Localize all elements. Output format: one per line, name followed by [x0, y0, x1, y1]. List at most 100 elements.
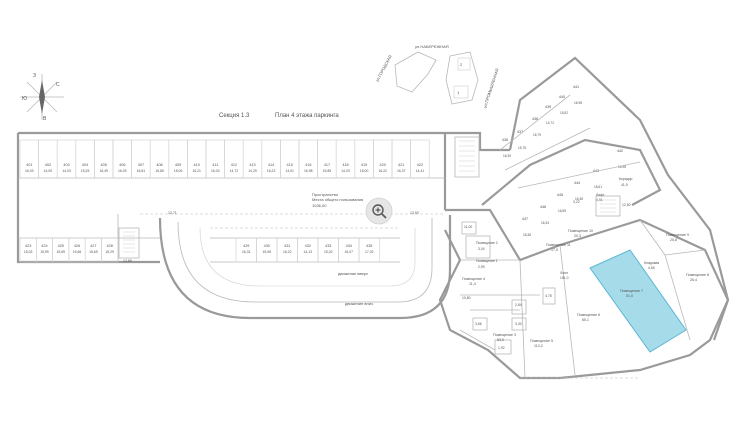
room-area: 53,0 [497, 338, 504, 342]
street-label: ул.ГОРОДСКАЯ [374, 54, 392, 82]
area-label: 3,30 [515, 322, 522, 326]
room-label: Кладовая [644, 261, 659, 265]
parking-space-number: 429 [243, 244, 249, 248]
room-area: 51,0 [626, 294, 633, 298]
room-area: 20,3 [574, 234, 581, 238]
parking-space-area: 15,02 [324, 250, 333, 254]
parking-space-area: 16,98 [304, 169, 313, 173]
room-label: Помещение 2 [476, 241, 498, 245]
parking-space-number[interactable]: 442 [617, 149, 623, 153]
parking-space-area: 16,38 [575, 197, 583, 201]
parking-space-number[interactable]: 437 [517, 130, 523, 134]
room-area: 113,2 [534, 344, 543, 348]
compass-north-label: З [33, 73, 36, 79]
parking-space-area: 15,03 [24, 250, 33, 254]
parking-space-number: 417 [324, 163, 330, 167]
parking-row-mid-bottom: 42916,3143015,0843116,2243214,1343315,02… [235, 237, 380, 263]
parking-space-number: 409 [175, 163, 181, 167]
parking-space-number[interactable]: 445 [557, 193, 563, 197]
parking-space[interactable] [358, 237, 380, 263]
compass-east-label: С [56, 82, 60, 88]
parking-space-area: 16,22 [378, 169, 387, 173]
parking-space-area: 16,03 [211, 169, 220, 173]
parking-space-area: 15,69 [57, 250, 66, 254]
parking-space-number[interactable]: 444 [574, 181, 580, 185]
area-label: 12,50 [622, 203, 631, 207]
parking-space-area: 15,85 [155, 169, 164, 173]
parking-space-number: 418 [342, 163, 348, 167]
parking-space-number: 434 [346, 244, 352, 248]
parking-space-number: 414 [268, 163, 274, 167]
parking-space-area: 15,99 [40, 250, 49, 254]
parking-space-number[interactable]: 438 [532, 117, 538, 121]
parking-space-number: 422 [417, 163, 423, 167]
common-area-title: Пространство [312, 192, 339, 197]
room-label: Помещение 9 [666, 233, 689, 237]
parking-space-number: 433 [325, 244, 331, 248]
common-area-value: 1036,00 [312, 203, 327, 208]
parking-structure: движение вверх движение вниз 12,71 13,93… [16, 131, 510, 320]
parking-space-number: 423 [25, 244, 31, 248]
room-label: Коридор [619, 177, 633, 181]
ramp-up-label: движение вверх [338, 271, 368, 276]
room-label: Помещение 4 [462, 277, 485, 281]
area-label: 13,93 [410, 211, 419, 215]
parking-space-area: 18,61 [594, 185, 602, 189]
parking-space-number: 412 [231, 163, 237, 167]
parking-space-number[interactable]: 446 [540, 205, 546, 209]
highlighted-room[interactable] [589, 249, 687, 353]
parking-space-area: 16,03 [25, 169, 34, 173]
parking-space-number: 420 [380, 163, 386, 167]
parking-space-number: 424 [41, 244, 47, 248]
parking-space-number[interactable]: 436 [502, 138, 508, 142]
parking-space-area: 15,08 [263, 250, 272, 254]
site-context: ул.НАБЕРЕЖНАЯ ул.ГОРОДСКАЯ ул.ПРОМЫШЛЕНН… [374, 44, 499, 108]
building-number: 2 [460, 62, 463, 67]
parking-space-area: 16,03 [118, 169, 127, 173]
parking-space-number: 430 [264, 244, 270, 248]
room-label: Лифт [596, 193, 605, 197]
parking-space-area: 15,66 [73, 250, 82, 254]
parking-space-area: 16,98 [618, 165, 626, 169]
parking-space-area: 14,00 [44, 169, 53, 173]
room-area: 25,8 [670, 238, 677, 242]
parking-space-area: 15,25 [81, 169, 90, 173]
street-label: ул.ПРОМЫШЛЕННАЯ [482, 68, 499, 109]
room-label: Помещение 8 [686, 273, 709, 277]
room-area: 3,04 [478, 247, 485, 251]
parking-space[interactable] [410, 139, 430, 179]
parking-space-number: 432 [305, 244, 311, 248]
area-label: 11,00 [464, 225, 472, 229]
parking-space-number: 421 [398, 163, 404, 167]
room-area: 4,65 [648, 266, 655, 270]
parking-space-area: 16,34 [541, 221, 549, 225]
parking-space-number: 406 [119, 163, 125, 167]
ramp-down-label: движение вниз [345, 301, 373, 306]
room-area: 41,9 [621, 183, 628, 187]
area-label: 4,78 [545, 294, 552, 298]
room-label: Помещение 7 [620, 289, 643, 293]
parking-space-number[interactable]: 441 [573, 85, 579, 89]
parking-space-number[interactable]: 439 [545, 105, 551, 109]
parking-space-area: 15,52 [560, 111, 568, 115]
parking-space-area: 16,49 [99, 169, 108, 173]
parking-space-number: 415 [287, 163, 293, 167]
parking-space-number: 402 [45, 163, 51, 167]
parking-space-number: 419 [361, 163, 367, 167]
street-label: ул.НАБЕРЕЖНАЯ [415, 44, 449, 49]
parking-space-number: 404 [82, 163, 88, 167]
room-label: Помещение 1 [476, 259, 498, 263]
parking-space-number: 410 [194, 163, 200, 167]
parking-space[interactable] [101, 237, 119, 263]
parking-space-area: 16,55 [558, 209, 566, 213]
parking-space-number[interactable]: 440 [559, 95, 565, 99]
parking-space-number: 427 [90, 244, 96, 248]
zoom-in-button[interactable] [365, 197, 393, 225]
area-label: 3,22 [573, 200, 580, 204]
parking-space-number[interactable]: 447 [522, 217, 528, 221]
parking-space-area: 14,03 [341, 169, 350, 173]
room-area: 17,0 [551, 248, 558, 252]
parking-space-number: 411 [212, 163, 218, 167]
parking-space-area: 15,78 [518, 146, 526, 150]
